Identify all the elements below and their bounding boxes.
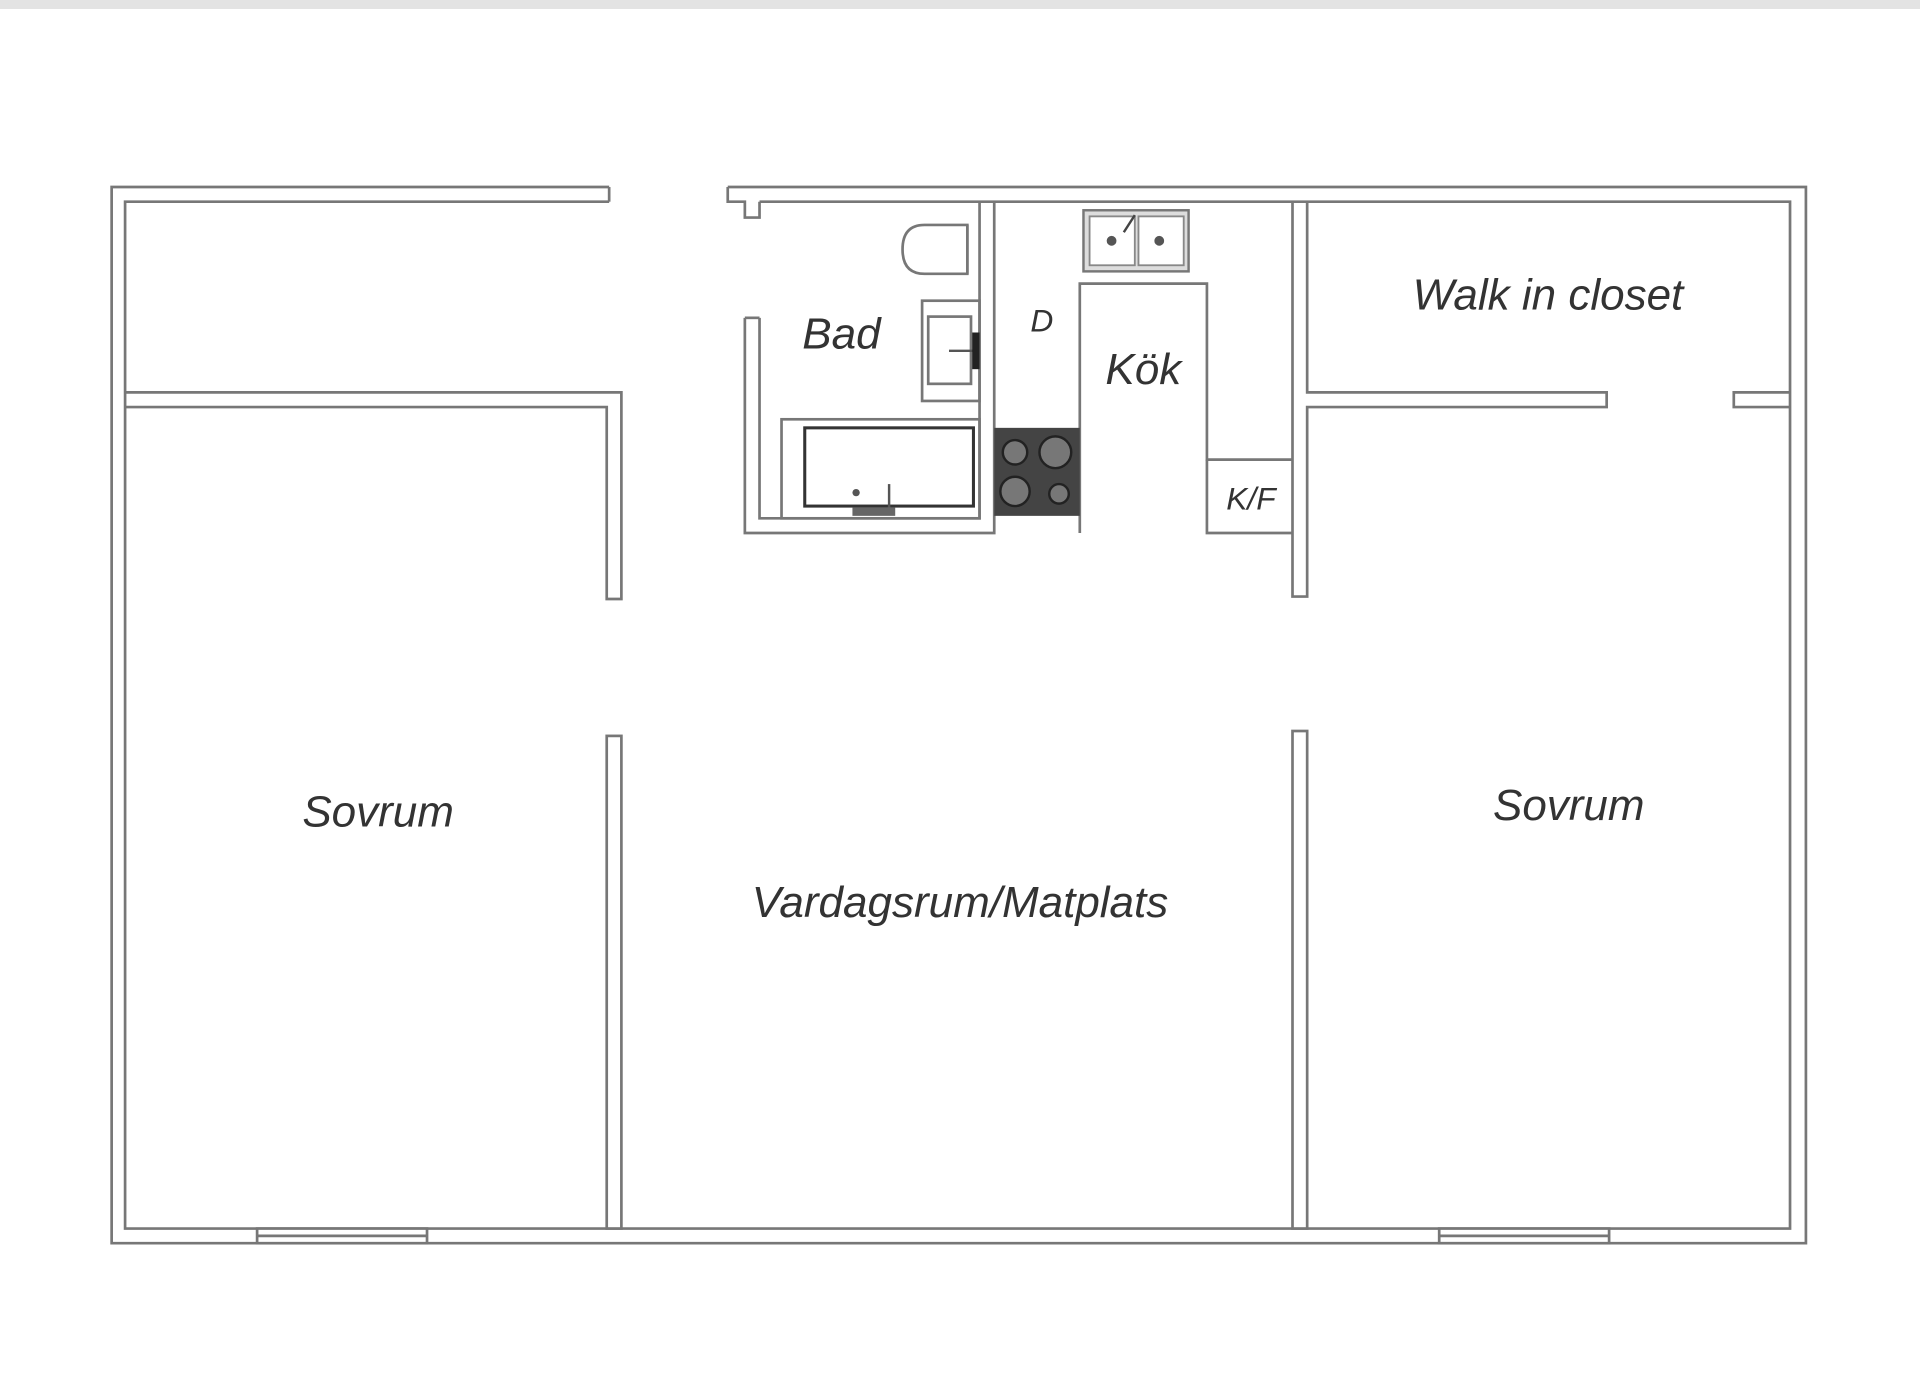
- outer-walls: [110, 185, 1808, 1245]
- windows: [255, 1227, 1611, 1245]
- top-edge-bar: [0, 0, 1920, 9]
- kitchen-counter: [1078, 282, 1293, 535]
- room-label-bedroom-left: Sovrum: [302, 787, 454, 836]
- bathtub-icon: [780, 417, 981, 520]
- room-label-bath: Bad: [802, 309, 882, 358]
- dishwasher-label: D: [1030, 302, 1053, 338]
- fridge-freezer-label: K/F: [1226, 481, 1277, 517]
- room-label-closet: Walk in closet: [1413, 270, 1685, 319]
- room-label-living: Vardagsrum/Matplats: [752, 878, 1169, 927]
- room-label-kitchen: Kök: [1105, 345, 1183, 394]
- toilet-icon: [901, 223, 969, 276]
- interior-walls: [125, 201, 1791, 1230]
- sink-icon: [920, 299, 981, 403]
- room-label-bedroom-right: Sovrum: [1493, 781, 1645, 830]
- stove-icon: [994, 427, 1080, 516]
- kitchen-sink-icon: [1082, 209, 1190, 273]
